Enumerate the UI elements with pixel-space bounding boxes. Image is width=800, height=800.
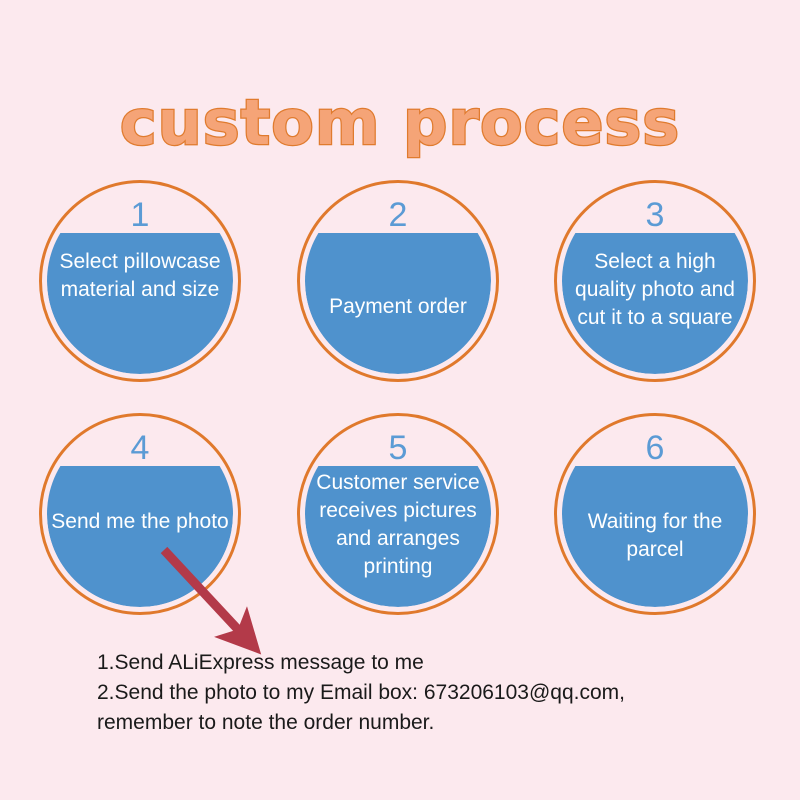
page-title: custom process [119,86,681,159]
step-ring-6 [554,413,756,615]
step-circle-4[interactable]: 4 Send me the photo [39,413,241,615]
step-circle-3[interactable]: 3 Select a high quality photo and cut it… [554,180,756,382]
instruction-line-2: 2.Send the photo to my Email box: 673206… [97,680,625,704]
step-label-3: Select a high quality photo and cut it t… [575,250,735,329]
step-number-6: 6 [645,429,665,467]
step-circle-6[interactable]: 6 Waiting for the parcel [554,413,756,615]
step-label-5: Customer service receives pictures and a… [316,471,480,578]
step-ring-2 [297,180,499,382]
step-ring-3 [554,180,756,382]
step-number-2: 2 [388,196,408,234]
step-ring-4 [39,413,241,615]
step-label-2: Payment order [329,295,467,318]
step-number-1: 1 [130,196,150,234]
step-label-4: Send me the photo [51,510,229,533]
step-ring-1 [39,180,241,382]
step-circle-5[interactable]: 5 Customer service receives pictures and… [297,413,499,615]
step-circle-2[interactable]: 2 Payment order [297,180,499,382]
instructions-block: 1.Send ALiExpress message to me 2.Send t… [97,648,757,737]
step-number-4: 4 [130,429,150,467]
instruction-line-3: remember to note the order number. [97,710,435,734]
step-ring-5 [297,413,499,615]
instruction-line-1: 1.Send ALiExpress message to me [97,651,424,674]
step-label-6: Waiting for the parcel [587,510,723,561]
step-circle-1[interactable]: 1 Select pillowcase material and size [39,180,241,382]
step-number-3: 3 [645,196,665,234]
step-label-1: Select pillowcase material and size [59,250,221,301]
step-number-5: 5 [388,429,408,467]
